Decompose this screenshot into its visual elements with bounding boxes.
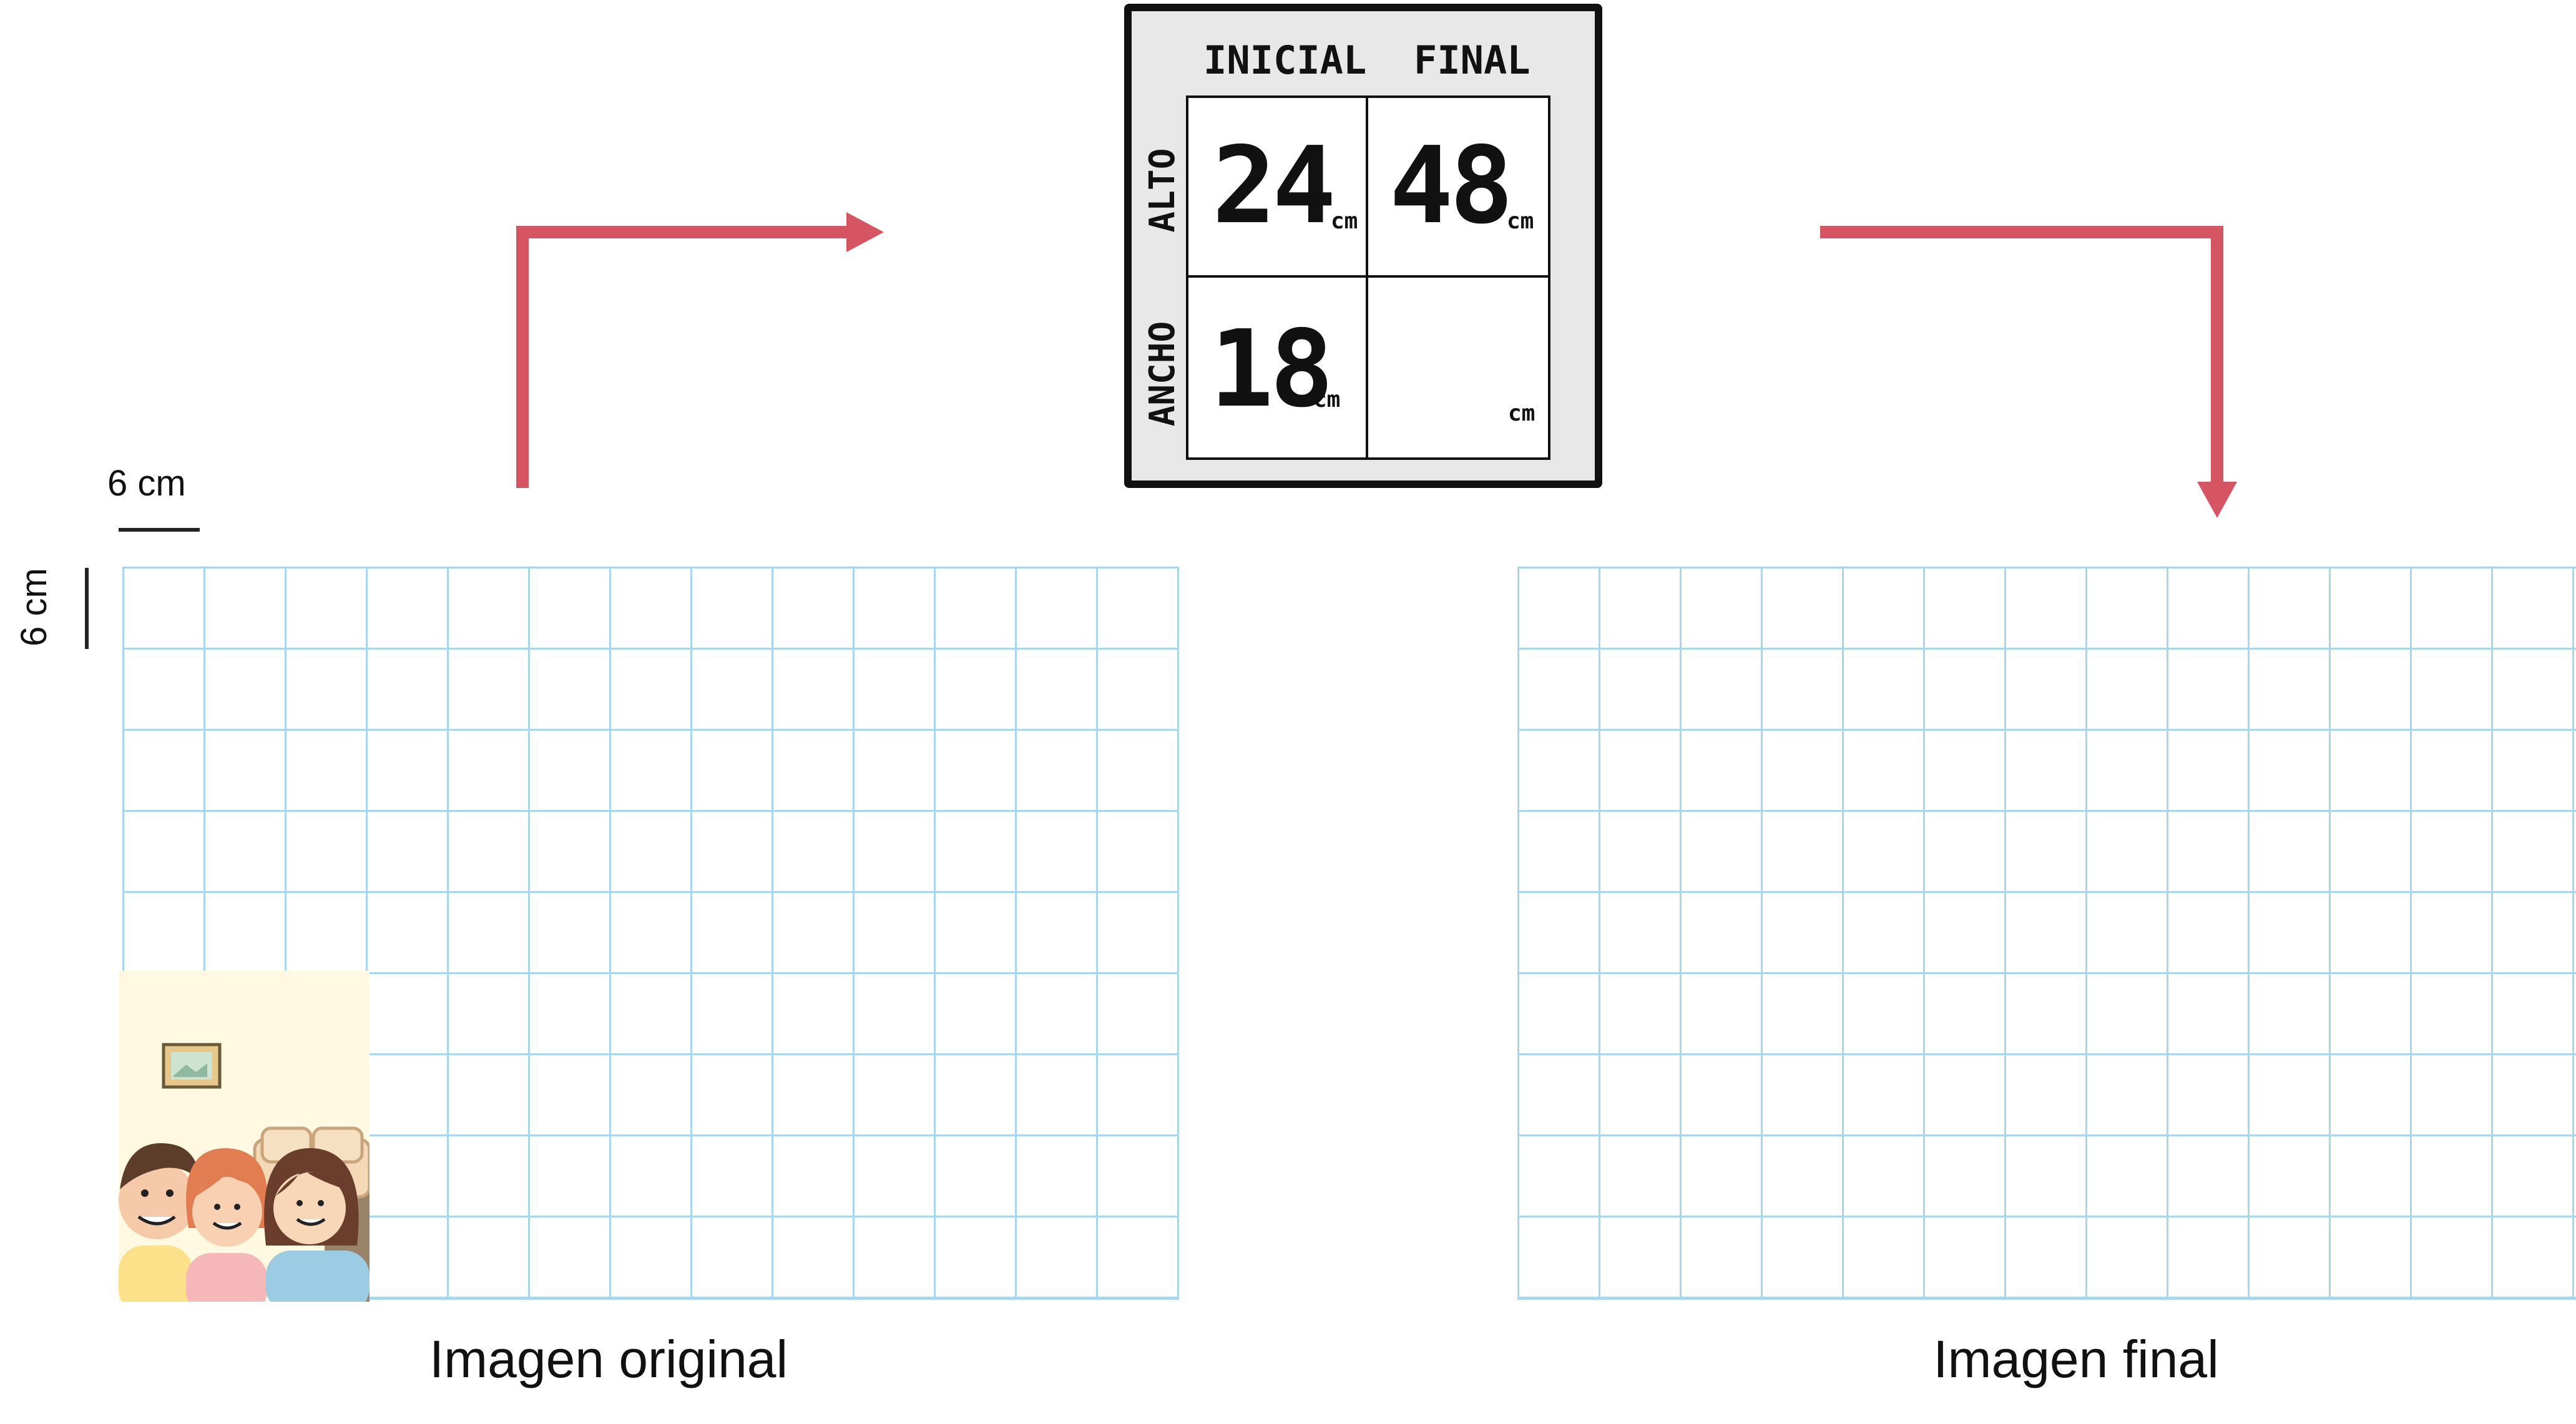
col-header-final: FINAL [1414, 37, 1530, 83]
cell-unit: cm [1508, 401, 1535, 426]
row-header-alto: ALTO [1142, 148, 1183, 233]
family-photo [119, 971, 370, 1302]
cell-unit: cm [1313, 387, 1341, 412]
caption-original: Imagen original [429, 1330, 788, 1388]
arrow-to-table [516, 212, 884, 488]
caption-final: Imagen final [1933, 1330, 2219, 1388]
row-header-ancho: ANCHO [1142, 321, 1183, 427]
cell-value: 48 [1389, 124, 1514, 248]
dimension-table: INICIAL FINAL ALTO ANCHO 24 cm 48 cm 18 … [1124, 4, 1602, 488]
cell-ancho-inicial: 18 cm [1188, 278, 1368, 457]
col-header-inicial: INICIAL [1203, 37, 1367, 83]
dimension-cells: 24 cm 48 cm 18 cm cm [1186, 95, 1550, 460]
cell-unit: cm [1507, 208, 1534, 234]
cell-alto-final: 48 cm [1368, 98, 1548, 278]
cell-value: 24 [1212, 124, 1336, 248]
vertical-scale-label: 6 cm [14, 568, 54, 646]
cell-alto-inicial: 24 cm [1188, 98, 1368, 278]
cell-unit: cm [1331, 208, 1358, 234]
cell-value: 18 [1210, 308, 1334, 431]
horizontal-scale-bar [119, 528, 200, 532]
horizontal-scale-label: 6 cm [107, 463, 186, 504]
vertical-scale-bar [85, 568, 89, 649]
cell-ancho-final[interactable]: cm [1368, 278, 1548, 457]
final-image-grid [1517, 567, 2576, 1300]
arrow-to-final [1820, 226, 2237, 518]
